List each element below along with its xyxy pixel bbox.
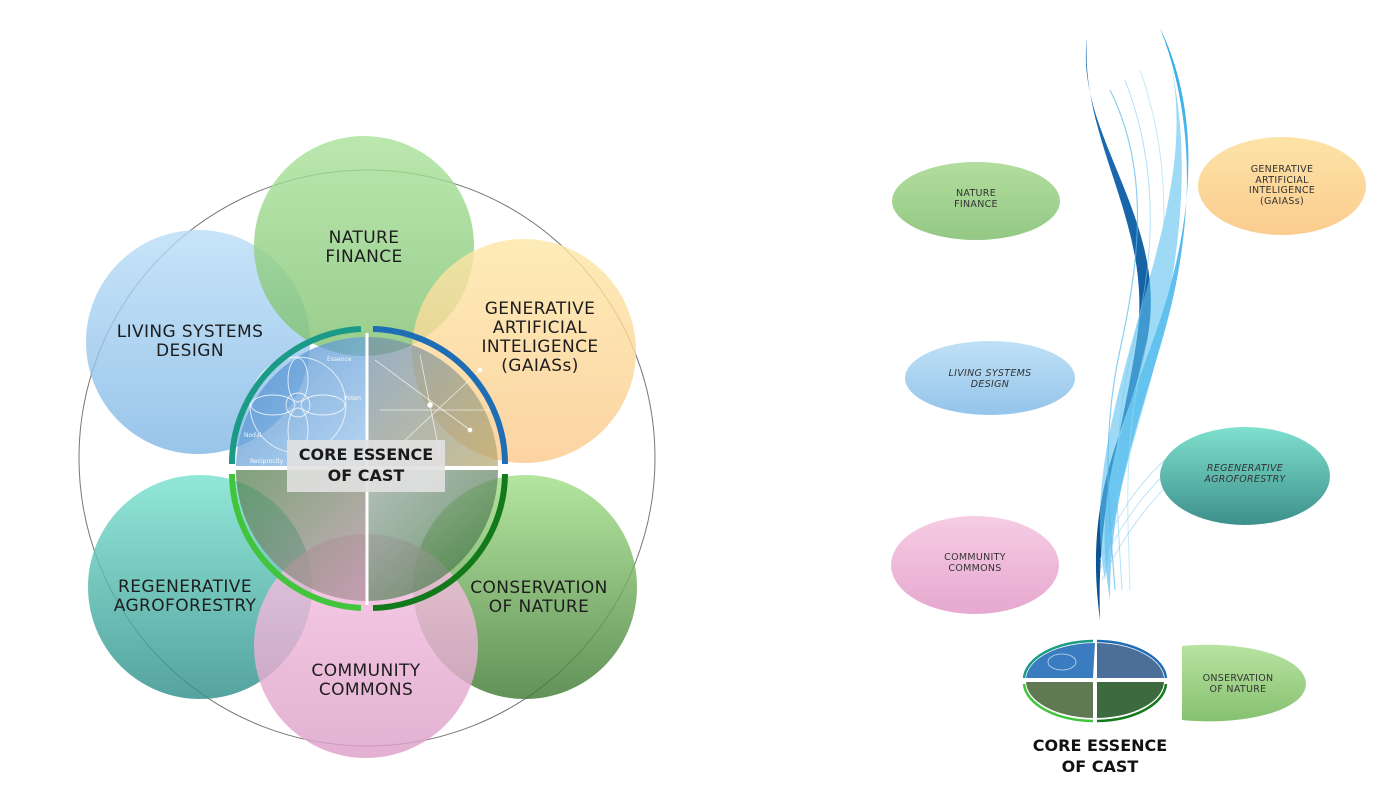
core-disc (236, 337, 498, 601)
node-generative-ai (1198, 137, 1366, 235)
flow-graphic (891, 28, 1366, 723)
petal-community (254, 534, 478, 758)
petal-living-systems (86, 230, 310, 454)
node-conservation (1182, 644, 1306, 722)
mandala-word-3: Nodal (244, 432, 262, 439)
arc-bottom-left (229, 473, 362, 611)
mandala-word-1: Essence (327, 356, 352, 363)
arc-bottom-right (372, 473, 508, 611)
venn-graphic (78, 136, 656, 758)
mandala-word-4: Reciprocity (250, 458, 284, 465)
network-icon (374, 354, 490, 456)
node-regenerative (1160, 427, 1330, 525)
node-nature-finance (892, 162, 1060, 240)
node-living-systems (905, 341, 1075, 415)
ribbon-graphic (1085, 28, 1195, 620)
node-community (891, 516, 1059, 614)
arc-top-left (228, 326, 362, 465)
arc-top-right (372, 326, 508, 465)
core-disc-small (1022, 639, 1168, 723)
mandala-word-2: Poten (344, 395, 361, 402)
petal-nature-finance (254, 136, 474, 356)
